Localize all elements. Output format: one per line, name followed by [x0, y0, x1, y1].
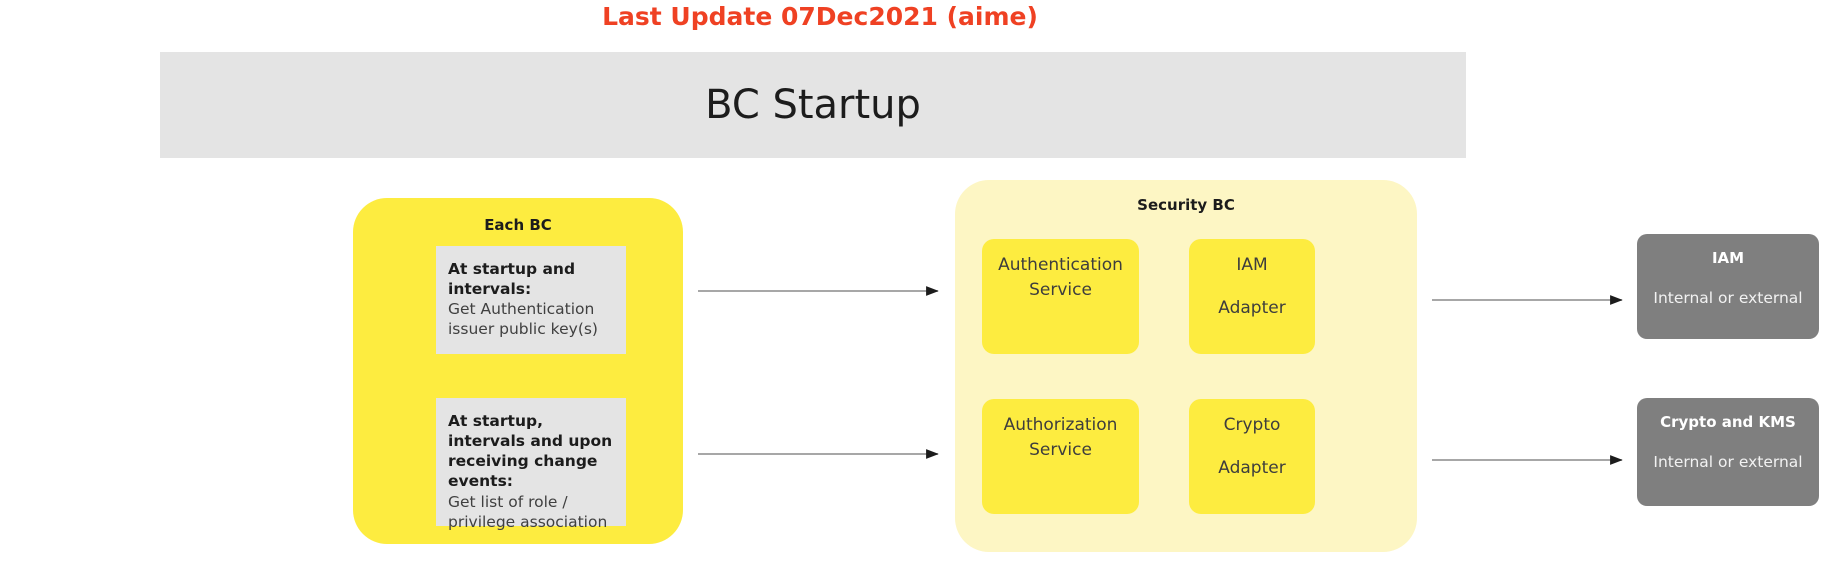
external-box-title: IAM — [1711, 249, 1745, 267]
box-line-1: Crypto — [1223, 415, 1281, 435]
iam-adapter-box[interactable]: IAM Adapter — [1189, 239, 1315, 354]
box-line-1: Authentication — [998, 255, 1123, 275]
box-line-2: Service — [1029, 279, 1092, 300]
box-line-1: Authorization — [1003, 415, 1118, 435]
security-bc-label: Security BC — [1137, 196, 1235, 214]
last-update-title: Last Update 07Dec2021 (aime) — [602, 2, 1038, 31]
spacer — [1189, 438, 1315, 456]
external-box-title: Crypto and KMS — [1660, 413, 1796, 431]
each-bc-label: Each BC — [484, 216, 552, 234]
authorization-service-box[interactable]: Authorization Service — [982, 399, 1139, 514]
box-line-2: Adapter — [1218, 297, 1286, 318]
page-title: BC Startup — [705, 82, 921, 128]
external-box-subtitle: Internal or external — [1653, 289, 1803, 307]
external-box-subtitle: Internal or external — [1653, 453, 1803, 471]
each-bc-panel: Each BC At startup and intervals: Get Au… — [353, 198, 683, 544]
box-line-2: Adapter — [1218, 457, 1286, 478]
note-heading: At startup, intervals and upon receiving… — [448, 412, 613, 491]
note-heading: At startup and intervals: — [448, 260, 576, 299]
box-line-1: IAM — [1236, 255, 1268, 275]
header-banner: BC Startup — [160, 52, 1466, 158]
external-crypto-kms-box[interactable]: Crypto and KMS Internal or external — [1637, 398, 1819, 506]
authentication-service-box[interactable]: Authentication Service — [982, 239, 1139, 354]
crypto-adapter-box[interactable]: Crypto Adapter — [1189, 399, 1315, 514]
note-card-change-events: At startup, intervals and upon receiving… — [436, 398, 626, 531]
box-line-2: Service — [1029, 439, 1092, 460]
security-bc-panel: Security BC Authentication Service IAM A… — [955, 180, 1417, 552]
note-body: Get list of role / privilege association — [448, 492, 608, 531]
external-iam-box[interactable]: IAM Internal or external — [1637, 234, 1819, 339]
note-body: Get Authentication issuer public key(s) — [448, 300, 598, 339]
spacer — [1189, 278, 1315, 296]
note-card-startup-intervals: At startup and intervals: Get Authentica… — [436, 246, 626, 354]
